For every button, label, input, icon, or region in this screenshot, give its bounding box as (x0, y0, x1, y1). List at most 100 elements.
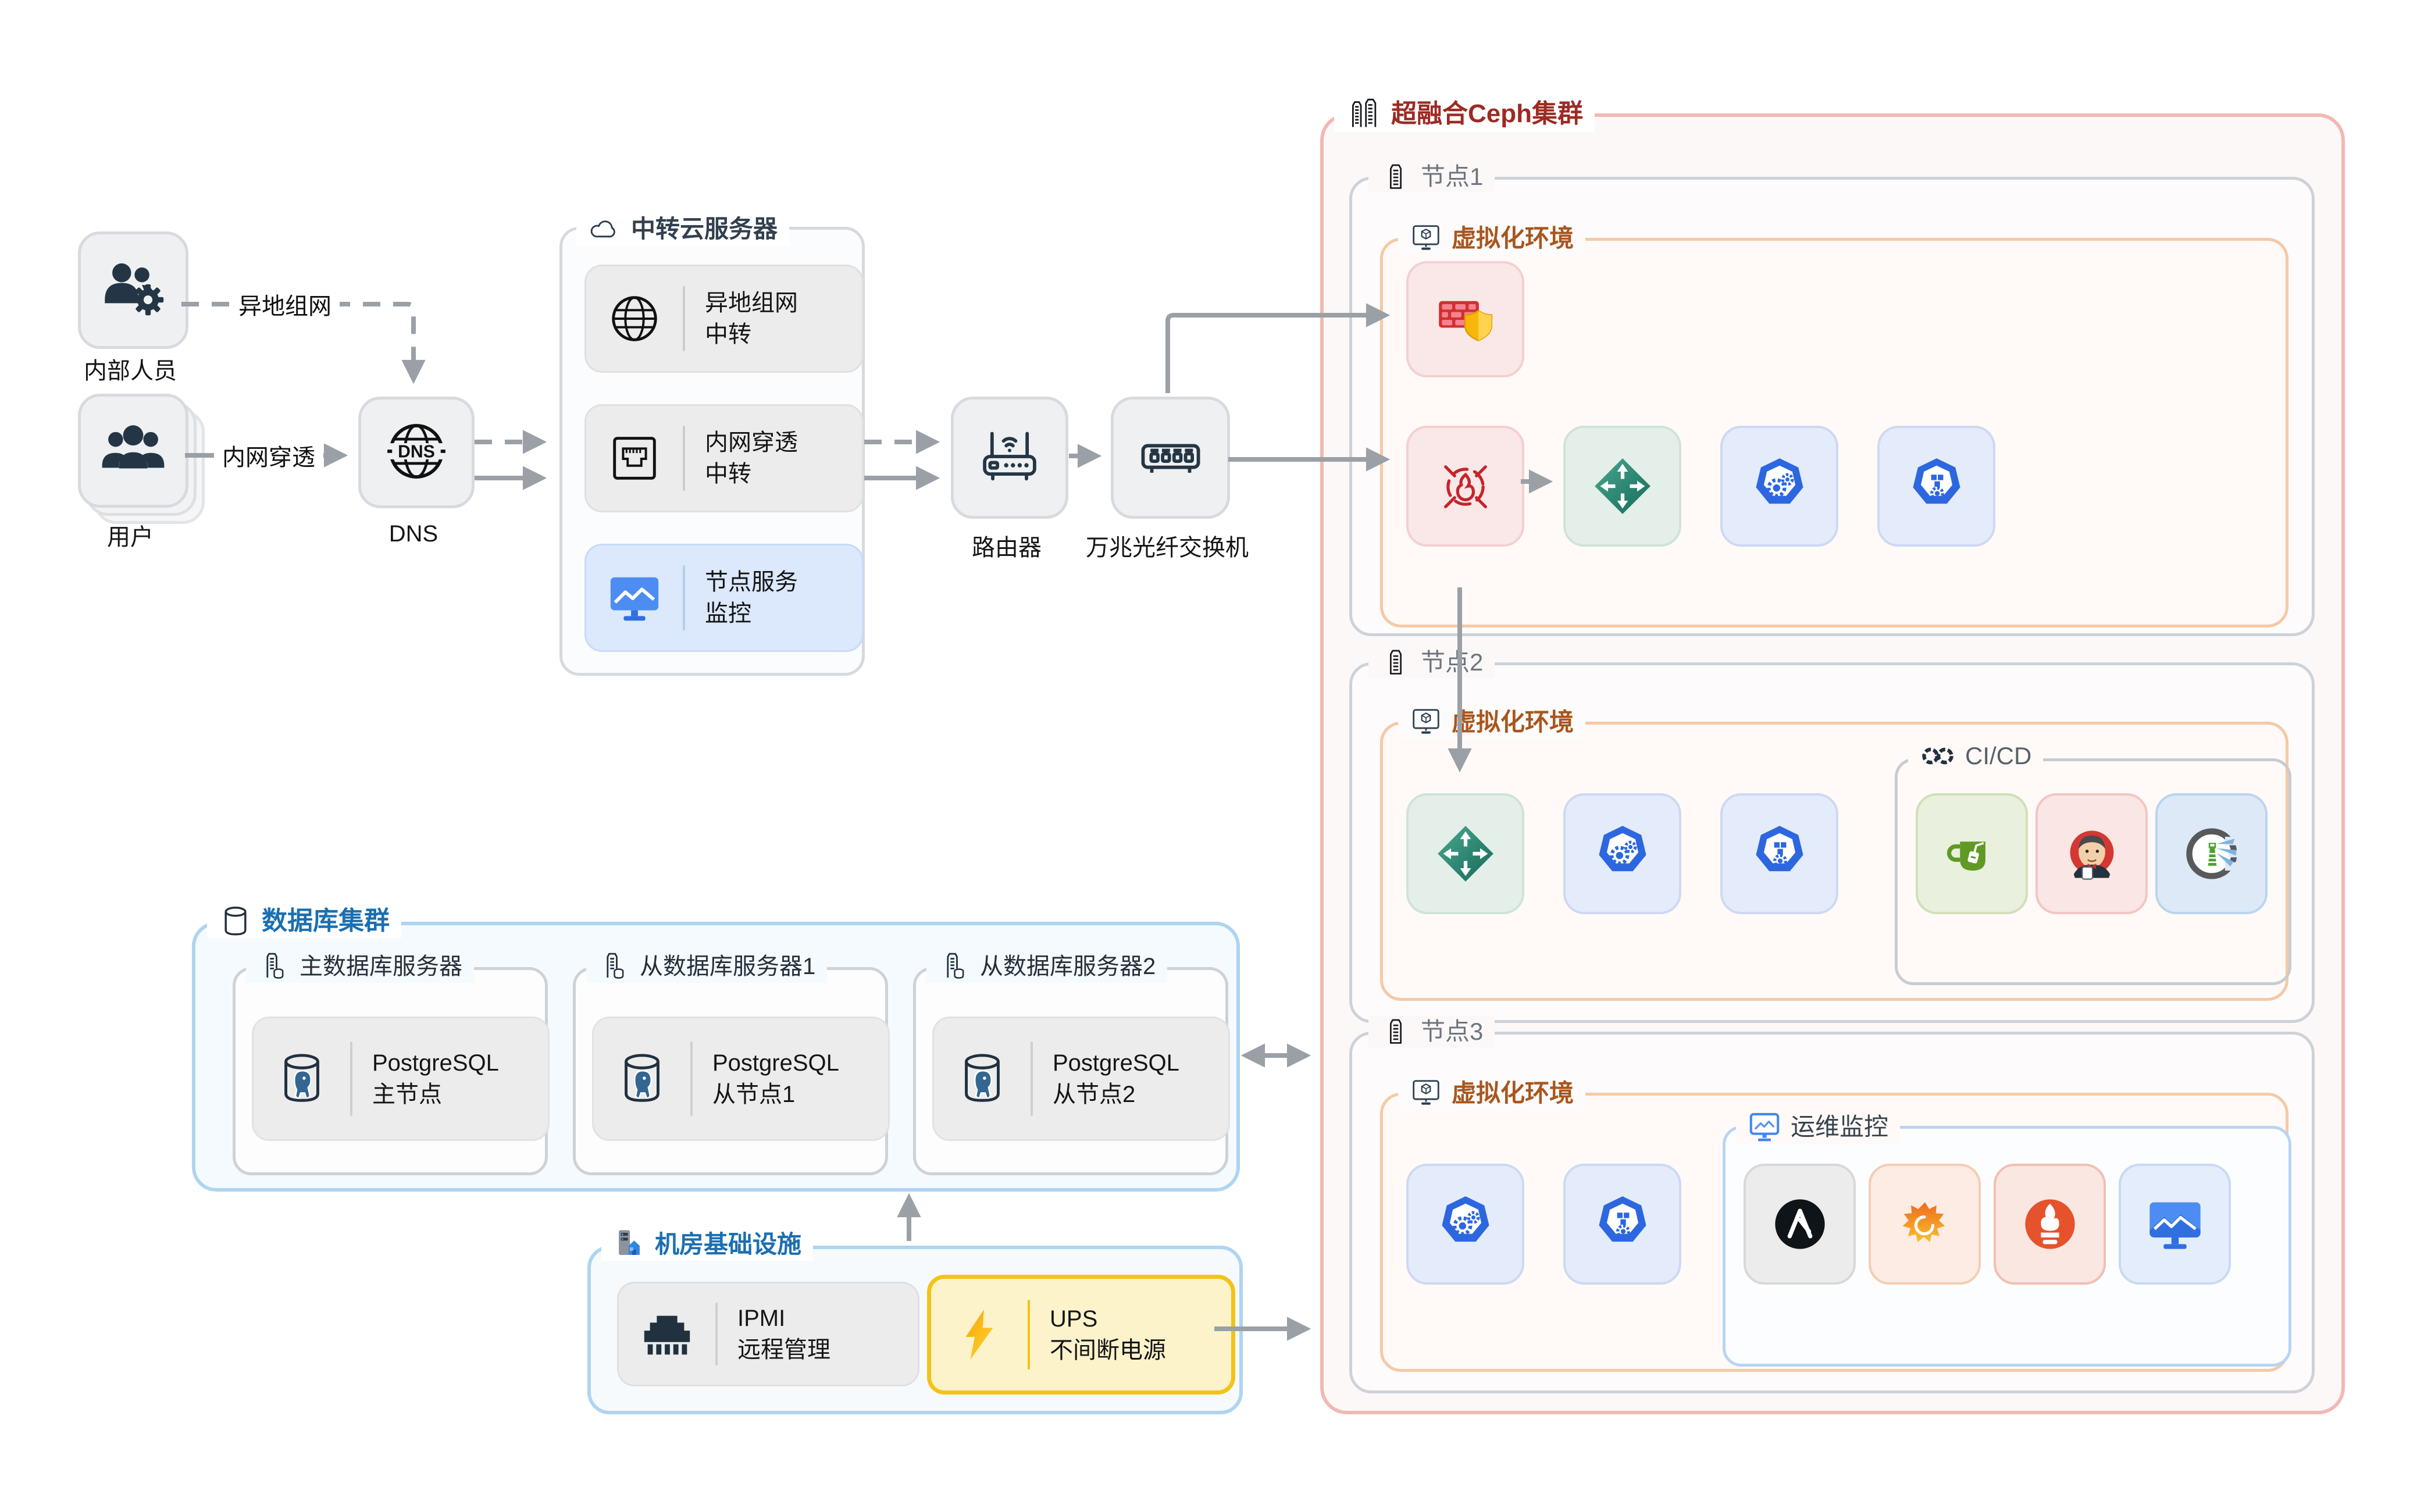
node2-title: 节点2 (1421, 648, 1484, 676)
router-icon (976, 423, 1043, 493)
edge-label-intranet-penetration: 内网穿透 (214, 437, 323, 473)
k8s-control2-card (1563, 793, 1681, 914)
gitea-card (1916, 793, 2028, 914)
gateway1-card (1563, 426, 1681, 547)
relay-cloud-server-group: 中转云服务器 异地组网中转 内网穿透中转 (559, 212, 865, 676)
switch-icon (1137, 423, 1204, 493)
waf-flame-icon (1435, 456, 1496, 516)
node1-group: 节点1 虚拟化环境 (1349, 161, 2315, 636)
virtualization-monitor-icon (1410, 222, 1442, 255)
lightning-icon (951, 1306, 1008, 1363)
k8s-control-icon (1592, 823, 1653, 884)
db-slave1-title: 从数据库服务器1 (640, 954, 816, 979)
db-cluster-group: 数据库集群 主数据库服务器 (192, 904, 1240, 1192)
db-master-title: 主数据库服务器 (300, 954, 462, 979)
k8s-worker3-card (1563, 1164, 1681, 1285)
proxy-gateway-icon (1592, 456, 1653, 516)
prometheus-card (1994, 1164, 2106, 1285)
firewall-shield-icon (1435, 289, 1496, 350)
relay-item-monitor: 节点服务监控 (584, 544, 864, 652)
infinity-icon (1920, 745, 1956, 767)
k8s-control1-card (1720, 426, 1838, 547)
k8s-worker2-card (1720, 793, 1838, 914)
monitor-chart-icon (606, 569, 663, 626)
node1-virt-title: 虚拟化环境 (1452, 224, 1574, 252)
ethernet-port-icon (606, 430, 663, 487)
dns-box: DNS (358, 397, 475, 508)
node1-header: 节点1 (1368, 161, 1495, 192)
ceph-title: 超融合Ceph集群 (1391, 99, 1583, 128)
node2-virt-title: 虚拟化环境 (1452, 708, 1574, 736)
cloud-icon (588, 212, 622, 246)
server-tower-icon (1380, 647, 1411, 678)
nightingale-monitor-icon (2145, 1194, 2205, 1254)
ops-title: 运维监控 (1791, 1113, 1889, 1140)
prometheus-icon (2020, 1194, 2080, 1254)
server-tower-icon (1380, 1016, 1411, 1047)
ops-monitor-icon (1748, 1110, 1781, 1144)
svg-text:DNS: DNS (398, 442, 435, 461)
cicd-title: CI/CD (1965, 742, 2032, 769)
database-cylinder-icon (219, 904, 252, 938)
virtualization-monitor-icon (1410, 706, 1442, 739)
node3-header: 节点3 (1368, 1016, 1495, 1047)
cicd-group: CI/CD (1895, 744, 2291, 985)
relay-item-remote: 异地组网中转 (584, 265, 864, 373)
people-gear-icon (99, 255, 167, 326)
node2-header: 节点2 (1368, 647, 1495, 678)
ceph-cluster-group: 超融合Ceph集群 节点1 (1320, 96, 2345, 1414)
ops-header: 运维监控 (1736, 1110, 1901, 1144)
postgresql-icon (273, 1050, 330, 1107)
cicd-header: CI/CD (1908, 742, 2044, 769)
waf-card (1406, 426, 1524, 547)
k8s-control-icon (1435, 1194, 1496, 1254)
server-database-icon (598, 950, 630, 983)
router-label: 路由器 (972, 535, 1042, 561)
node3-title: 节点3 (1421, 1018, 1484, 1045)
people-group-icon (99, 416, 167, 486)
nightingale-card (2119, 1164, 2231, 1285)
server-tower-icon (1380, 161, 1411, 192)
jenkins-card (2035, 793, 2148, 914)
router-box (951, 397, 1068, 519)
fiber-switch-box (1111, 397, 1230, 519)
db-cluster-title: 数据库集群 (262, 907, 390, 935)
rj45-icon (639, 1306, 696, 1363)
internal-staff-label: 内部人员 (84, 358, 177, 384)
relay-title: 中转云服务器 (631, 215, 778, 243)
k8s-worker-icon (1592, 1194, 1653, 1254)
k8s-control3-card (1406, 1164, 1524, 1285)
bastion-card (1406, 261, 1524, 377)
gateway2-card (1406, 793, 1524, 914)
postgresql-icon (954, 1050, 1011, 1107)
infra-title: 机房基础设施 (655, 1231, 802, 1258)
buildings-icon (1346, 96, 1382, 132)
grafana-icon (1895, 1194, 1955, 1254)
relay-item-penetrate: 内网穿透中转 (584, 404, 864, 512)
edge-label-remote-network: 异地组网 (230, 286, 340, 322)
dns-globe-icon: DNS (383, 418, 450, 488)
node1-title: 节点1 (1421, 163, 1484, 190)
k8s-worker1-card (1877, 426, 1995, 547)
db-slave2-title: 从数据库服务器2 (980, 954, 1156, 979)
k8s-worker-icon (1906, 456, 1967, 516)
server-database-icon (258, 950, 290, 983)
gitea-icon (1942, 823, 2002, 884)
relay-header: 中转云服务器 (576, 212, 790, 246)
postgresql-icon (614, 1050, 671, 1107)
server-database-icon (938, 950, 971, 983)
ansible-card (1744, 1164, 1856, 1285)
infra-header: 机房基础设施 (601, 1228, 814, 1261)
users-box (78, 394, 188, 508)
harbor-card (2155, 793, 2268, 914)
users-label: 用户 (107, 525, 154, 550)
